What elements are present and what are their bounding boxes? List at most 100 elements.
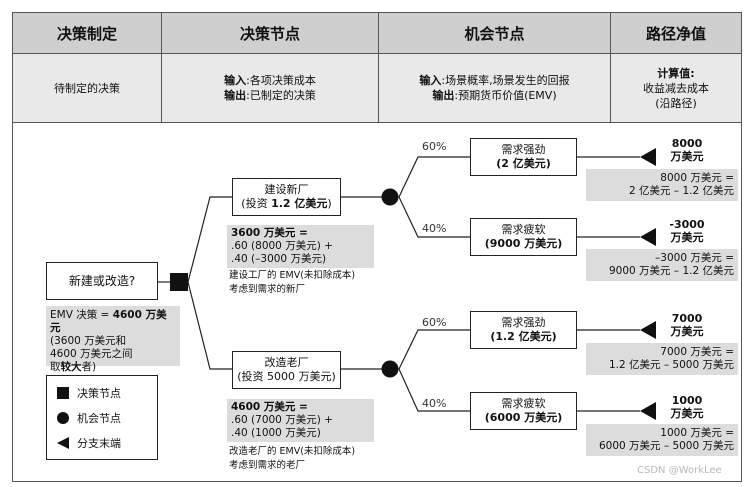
line-chance1-weak (398, 196, 470, 238)
outcome-label: 需求强劲 (501, 316, 546, 329)
path-calc-line1: 1000 万美元 = (660, 427, 734, 439)
chance-node-icon (55, 412, 71, 424)
root-emv-line2: (3600 万美元和 (50, 335, 127, 347)
watermark: CSDN @WorkLee (637, 465, 722, 476)
end-value-unit: 万美元 (670, 325, 704, 338)
end-value-number: 8000 (671, 137, 703, 150)
end-triangle-3 (640, 321, 656, 339)
header-path-value: 路径净值 (610, 12, 742, 54)
end-value-unit: 万美元 (670, 150, 704, 163)
subheader-calc-label: 计算值: (657, 66, 695, 80)
subheader-calc-note: (沿路径) (655, 96, 697, 110)
subheader-input-label: 输入 (224, 74, 247, 87)
line-chance2-weak (398, 368, 470, 412)
outcome-label: 需求疲软 (501, 223, 546, 236)
branch-new-plant-box: 建设新厂 (投资 1.2 亿美元) (232, 178, 341, 216)
path-calc-line2: 1.2 亿美元 – 5000 万美元 (608, 359, 734, 371)
decision-node-square (170, 273, 188, 291)
header-chance-node: 机会节点 (378, 12, 611, 54)
root-emv-line4-suffix: 者) (81, 361, 97, 373)
outcome-revenue: (9000 万美元) (484, 237, 563, 250)
branch-upgrade-calc-line3: .40 (1000 万美元) (231, 427, 321, 439)
branch-new-invest-prefix: (投资 (241, 197, 272, 210)
legend-item-chance: 机会节点 (55, 410, 121, 426)
line-decision-to-new (187, 196, 232, 283)
branch-upgrade-calc-line1: 4600 万美元 = (231, 401, 308, 413)
root-decision-label: 新建或改造? (68, 274, 136, 288)
branch-upgrade-calc-line2: .60 (7000 万美元) + (231, 414, 333, 426)
outcome-box: 需求强劲 (2 亿美元) (470, 138, 577, 176)
branch-new-calc-box: 3600 万美元 = .60 (8000 万美元) + .40 (–3000 万… (227, 225, 374, 268)
line-chance2-strong (398, 329, 470, 370)
branch-new-invest-suffix: ) (327, 197, 332, 210)
path-calc-line1: –3000 万美元 = (655, 252, 734, 264)
end-value-unit: 万美元 (670, 231, 704, 244)
branch-new-note-line2: 考虑到需求的新厂 (229, 284, 306, 295)
root-emv-line4-prefix: 取 (50, 361, 61, 373)
path-calc-box: 7000 万美元 = 1.2 亿美元 – 5000 万美元 (586, 343, 738, 375)
probability-label: 60% (422, 316, 447, 329)
root-decision-box: 新建或改造? (46, 262, 158, 300)
subheader-input-text: :各项决策成本 (246, 74, 316, 87)
header-decision-making: 决策制定 (12, 12, 162, 54)
branch-new-invest-value: 1.2 亿美元 (271, 197, 328, 210)
end-triangle-2 (640, 228, 656, 246)
legend-chance-label: 机会节点 (77, 412, 121, 425)
branch-new-calc-line2: .60 (8000 万美元) + (231, 240, 333, 252)
branch-upgrade-plant-box: 改造老厂 (投资 5000 万美元) (232, 351, 341, 389)
path-calc-box: –3000 万美元 = 9000 万美元 – 1.2 亿美元 (586, 249, 738, 281)
probability-label: 60% (422, 140, 447, 153)
end-triangle-1 (640, 148, 656, 166)
path-calc-box: 8000 万美元 = 2 亿美元 – 1.2 亿美元 (586, 169, 738, 201)
end-value: 8000 万美元 (662, 137, 712, 163)
end-value-number: 1000 (671, 394, 703, 407)
outcome-label: 需求强劲 (501, 143, 546, 156)
chance-node-upgrade (381, 360, 399, 378)
end-value: -3000 万美元 (662, 218, 712, 244)
subheader-chance-input-text: :场景概率,场景发生的回报 (441, 74, 570, 87)
probability-label: 40% (422, 397, 447, 410)
branch-upgrade-note-line1: 改造老厂的 EMV(未扣除成本) (229, 446, 356, 457)
path-calc-line2: 6000 万美元 – 5000 万美元 (598, 440, 734, 452)
outcome-revenue: (6000 万美元) (484, 411, 563, 424)
legend-decision-label: 决策节点 (77, 387, 121, 400)
outcome-label: 需求疲软 (501, 397, 546, 410)
line-decision-to-upgrade (187, 281, 232, 370)
branch-upgrade-label: 改造老厂 (264, 356, 309, 369)
subheader-decision-text: 待制定的决策 (54, 81, 120, 95)
branch-new-note-line1: 建设工厂的 EMV(未扣除成本) (229, 270, 356, 281)
root-emv-prefix: EMV 决策 = (50, 309, 113, 321)
path-calc-line1: 7000 万美元 = (660, 346, 734, 358)
end-value: 1000 万美元 (662, 394, 712, 420)
subheader-output-text: :已制定的决策 (246, 89, 316, 102)
branch-upgrade-invest: (投资 5000 万美元) (237, 370, 336, 383)
root-emv-value: 4600 万美元 (50, 309, 167, 334)
branch-upgrade-calc-box: 4600 万美元 = .60 (7000 万美元) + .40 (1000 万美… (227, 399, 374, 442)
end-value: 7000 万美元 (662, 312, 712, 338)
probability-label: 40% (422, 222, 447, 235)
path-calc-box: 1000 万美元 = 6000 万美元 – 5000 万美元 (586, 424, 738, 456)
root-emv-box: EMV 决策 = 4600 万美元 (3600 万美元和 4600 万美元之间 … (46, 306, 180, 373)
subheader-calc-text: 收益减去成本 (643, 81, 709, 95)
branch-upgrade-note: 改造老厂的 EMV(未扣除成本) 考虑到需求的老厂 (229, 445, 355, 473)
end-value-number: 7000 (671, 312, 703, 325)
outcome-box: 需求疲软 (6000 万美元) (470, 392, 577, 430)
outcome-revenue: (1.2 亿美元) (490, 330, 557, 343)
legend-item-end: 分支末端 (55, 435, 121, 451)
branch-end-icon (55, 437, 71, 449)
branch-new-label: 建设新厂 (264, 183, 309, 196)
path-calc-line2: 9000 万美元 – 1.2 亿美元 (608, 265, 734, 277)
outcome-box: 需求疲软 (9000 万美元) (470, 218, 577, 256)
outcome-revenue: (2 亿美元) (496, 157, 551, 170)
subheader-chance-input-label: 输入 (419, 74, 442, 87)
end-value-number: -3000 (669, 218, 705, 231)
branch-new-calc-line3: .40 (–3000 万美元) (231, 253, 327, 265)
branch-new-note: 建设工厂的 EMV(未扣除成本) 考虑到需求的新厂 (229, 269, 355, 297)
end-triangle-4 (640, 402, 656, 420)
branch-upgrade-note-line2: 考虑到需求的老厂 (229, 460, 306, 471)
subheader-output-label: 输出 (224, 89, 247, 102)
root-emv-line4-bold: 较大 (60, 361, 82, 373)
legend-item-decision: 决策节点 (55, 385, 121, 401)
path-calc-line2: 2 亿美元 – 1.2 亿美元 (629, 185, 734, 197)
